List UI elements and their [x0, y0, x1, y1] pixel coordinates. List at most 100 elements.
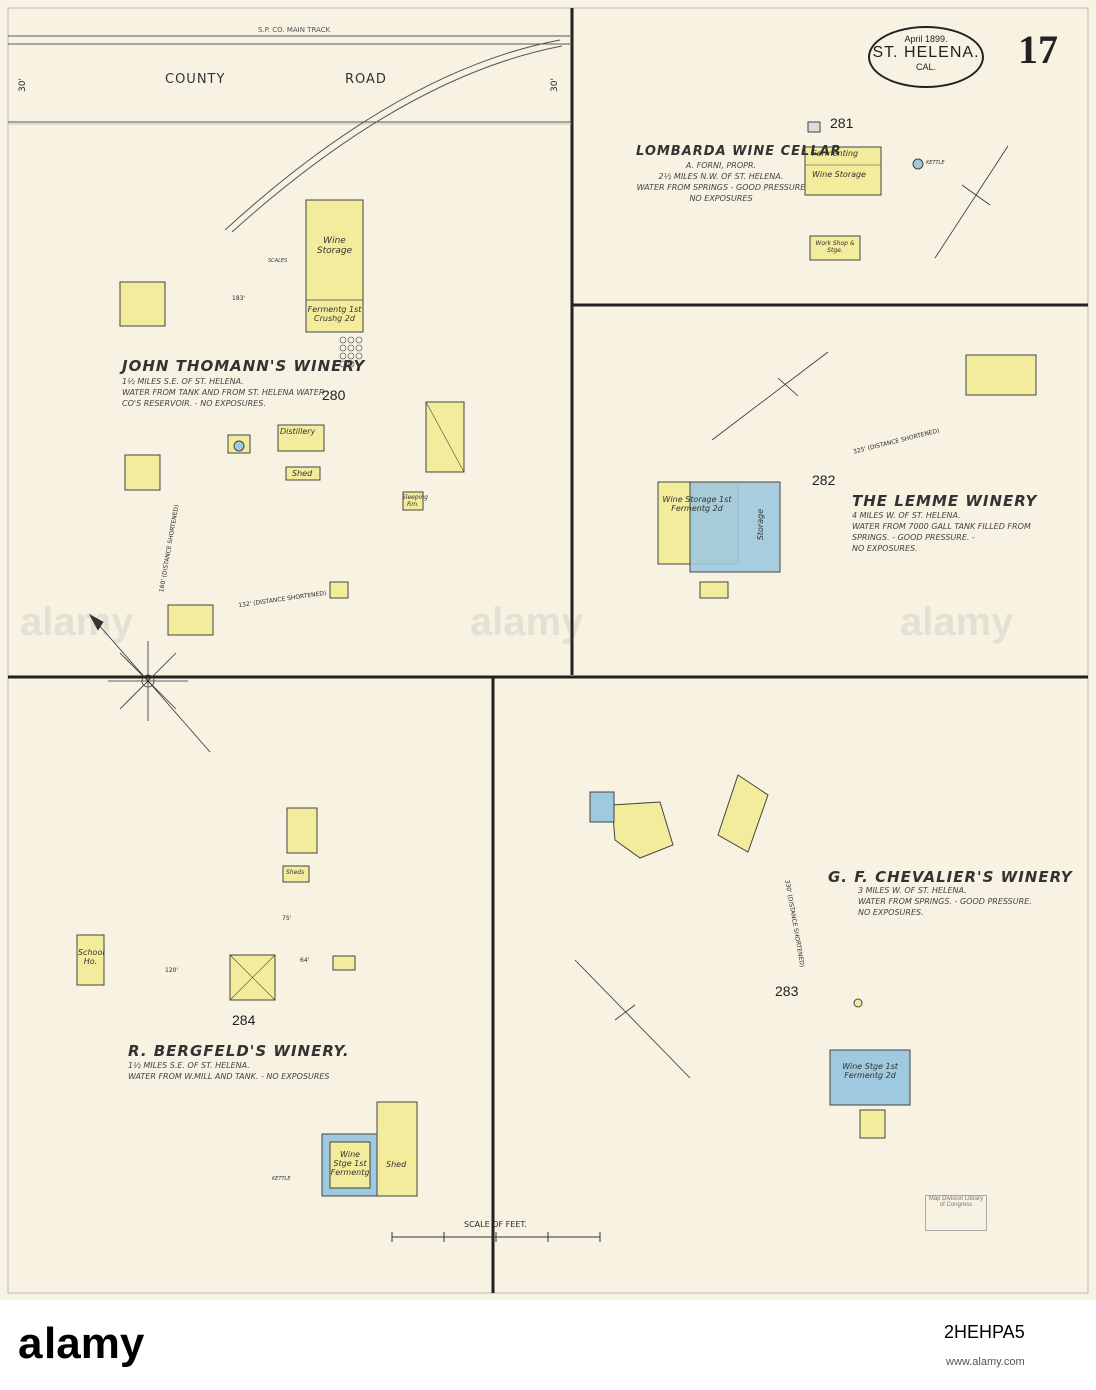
- tank-thomann: [233, 440, 245, 452]
- chevalier-line-2: WATER FROM SPRINGS. - GOOD PRESSURE.: [858, 897, 1032, 906]
- alamy-logo: a lamy: [18, 1319, 145, 1368]
- chevalier-line-1: 3 MILES W. OF ST. HELENA.: [858, 886, 967, 895]
- winery-info-lombarda: A. FORNI, PROPR. 2½ MILES N.W. OF ST. HE…: [636, 160, 806, 204]
- label-lemme-storage2: Storage: [756, 508, 766, 541]
- lot-number-282: 282: [812, 472, 836, 488]
- building-bergfeld-shed: [376, 1101, 418, 1197]
- building-bergfeld-school: [76, 934, 105, 986]
- label-bergfeld-kettle: KETTLE: [272, 1176, 291, 1182]
- lemme-line-4: NO EXPOSURES.: [852, 544, 918, 553]
- building-lombarda-small: [807, 121, 821, 133]
- lombarda-line-3: WATER FROM SPRINGS - GOOD PRESSURE: [636, 183, 806, 192]
- label-thomann-scales: SCALES: [268, 258, 288, 264]
- railroad-spur: [224, 39, 561, 231]
- well-chevalier: [853, 998, 863, 1008]
- building-thomann-g: [402, 491, 424, 511]
- winery-info-thomann: 1½ MILES S.E. OF ST. HELENA. WATER FROM …: [122, 376, 352, 409]
- distance-75: 75': [282, 915, 292, 922]
- north-arrow-chevalier: [574, 959, 691, 1079]
- scale-bar: [391, 1232, 601, 1242]
- winery-title-bergfeld: R. BERGFELD'S WINERY.: [128, 1042, 350, 1060]
- lot-number-284: 284: [232, 1012, 256, 1028]
- sheet-date: April 1899.: [904, 34, 948, 44]
- distance-64: 64': [300, 957, 310, 964]
- label-bergfeld-main: Wine Stge 1st Fermentg: [330, 1150, 370, 1177]
- label-lemme-storage: Wine Storage 1st Fermentg 2d: [662, 495, 732, 513]
- building-chevalier-annex: [859, 1109, 886, 1139]
- library-stamp: Map Division Library of Congress: [925, 1195, 987, 1231]
- winery-title-lemme: THE LEMME WINERY: [852, 492, 1038, 510]
- label-bergfeld-shed: Shed: [386, 1160, 407, 1169]
- building-lemme-house: [965, 354, 1037, 396]
- building-chevalier-c: [717, 774, 769, 853]
- building-thomann-l: [329, 581, 349, 599]
- label-bergfeld-school: School Ho.: [78, 948, 105, 966]
- thomann-line-1: 1½ MILES S.E. OF ST. HELENA.: [122, 377, 244, 386]
- north-arrow-lombarda: [934, 145, 1009, 259]
- building-chevalier-main: [829, 1049, 911, 1106]
- watermark-overlay-3: alamy: [900, 600, 1014, 644]
- watermark-bar: a lamy 2HEHPA5 www.alamy.com: [0, 1300, 1096, 1390]
- lemme-line-3: SPRINGS. - GOOD PRESSURE. -: [852, 533, 975, 542]
- winery-info-bergfeld: 1½ MILES S.E. OF ST. HELENA. WATER FROM …: [128, 1060, 348, 1082]
- road-label-2: ROAD: [345, 72, 387, 87]
- winery-info-chevalier: 3 MILES W. OF ST. HELENA. WATER FROM SPR…: [858, 885, 1038, 918]
- state-name: CAL.: [915, 62, 936, 72]
- lombarda-line-2: 2½ MILES N.W. OF ST. HELENA.: [658, 172, 784, 181]
- lot-number-281: 281: [830, 115, 854, 131]
- kettle-lombarda: [912, 158, 924, 170]
- label-lombarda-fermenting: Fermenting: [812, 149, 859, 158]
- bergfeld-line-2: WATER FROM W.MILL AND TANK. - NO EXPOSUR…: [128, 1072, 330, 1081]
- map-sheet: April 1899. ST. HELENA. CAL. 17 COUNTY R…: [0, 0, 1096, 1300]
- scale-label: SCALE OF FEET.: [464, 1220, 527, 1229]
- building-lombarda-main: [804, 146, 882, 196]
- north-arrow-lemme: [711, 351, 829, 441]
- lot-number-283: 283: [775, 983, 799, 999]
- label-lombarda-kettle: KETTLE: [926, 160, 945, 166]
- watermark-url[interactable]: www.alamy.com: [946, 1356, 1025, 1368]
- winery-info-lemme: 4 MILES W. OF ST. HELENA. WATER FROM 700…: [852, 510, 1052, 554]
- svg-text:a: a: [18, 1319, 43, 1368]
- thomann-line-3: CO'S RESERVOIR. - NO EXPOSURES.: [122, 399, 266, 408]
- map-drawing: [7, 7, 1089, 1294]
- label-thomann-shed: Shed: [292, 469, 313, 478]
- building-bergfeld-sheds: [282, 865, 310, 883]
- building-thomann-h: [167, 604, 214, 636]
- lemme-line-2: WATER FROM 7000 GALL TANK FILLED FROM: [852, 522, 1031, 531]
- building-lombarda-workshop: [809, 235, 861, 261]
- lombarda-line-1: A. FORNI, PROPR.: [685, 161, 757, 170]
- lot-number-280: 280: [322, 387, 346, 403]
- building-thomann-house: [119, 281, 166, 327]
- building-bergfeld-inner: [329, 1141, 371, 1189]
- distance-120: 120': [165, 967, 179, 974]
- road-label-1: COUNTY: [165, 72, 226, 87]
- winery-title-chevalier: G. F. CHEVALIER'S WINERY: [828, 868, 1073, 886]
- building-thomann-storage: [305, 199, 364, 333]
- label-thomann-sleeping: Sleeping Rm.: [402, 494, 428, 508]
- lemme-line-1: 4 MILES W. OF ST. HELENA.: [852, 511, 961, 520]
- label-bergfeld-sheds: Sheds: [286, 869, 305, 876]
- bergfeld-line-1: 1½ MILES S.E. OF ST. HELENA.: [128, 1061, 250, 1070]
- svg-text:lamy: lamy: [44, 1319, 145, 1368]
- winery-title-lombarda: LOMBARDA WINE CELLAR: [636, 144, 842, 159]
- compass-rose: [89, 614, 211, 753]
- title-cartouche: April 1899. ST. HELENA. CAL.: [868, 26, 984, 88]
- distance-183: 183': [232, 295, 246, 302]
- label-thomann-storage: Wine Storage: [316, 236, 353, 256]
- sheet-border: [7, 7, 1089, 1294]
- building-bergfeld-d: [332, 955, 356, 971]
- winery-title-thomann: JOHN THOMANN'S WINERY: [122, 357, 366, 375]
- label-chevalier-main: Wine Stge 1st Fermentg 2d: [842, 1062, 898, 1080]
- thomann-line-2: WATER FROM TANK AND FROM ST. HELENA WATE…: [122, 388, 325, 397]
- railroad-label: S.P. CO. MAIN TRACK: [258, 26, 331, 34]
- building-chevalier-d: [611, 801, 674, 859]
- road-width-right: 30': [549, 78, 560, 92]
- watermark-overlay-1: alamy: [20, 600, 134, 644]
- watermark-overlay-2: alamy: [470, 600, 584, 644]
- lombarda-line-4: NO EXPOSURES: [689, 194, 753, 203]
- railroad-spur-2: [231, 45, 563, 233]
- label-lombarda-storage: Wine Storage: [812, 170, 866, 179]
- building-thomann-distillery: [277, 424, 325, 452]
- image-id: 2HEHPA5: [944, 1322, 1025, 1342]
- building-thomann-e: [124, 454, 161, 491]
